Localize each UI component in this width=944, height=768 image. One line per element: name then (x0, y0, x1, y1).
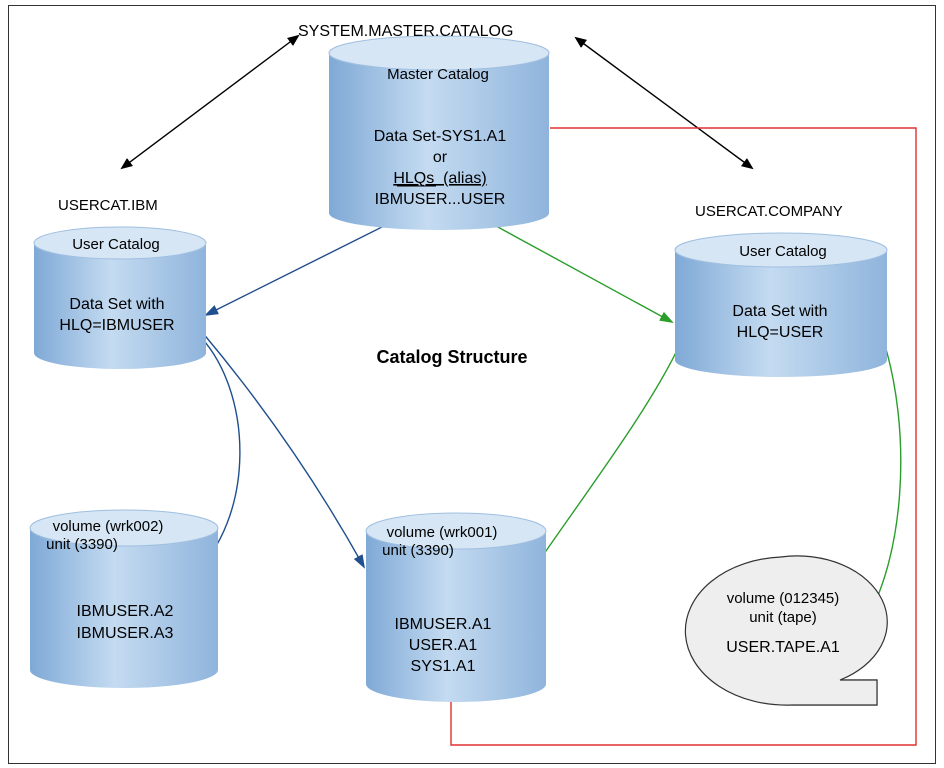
wrk001-unit-label: unit (3390) (382, 542, 454, 559)
ibm-to-wrk001-arrow (201, 331, 365, 569)
usercat-ibm-line-2: HLQ=IBMUSER (59, 317, 174, 334)
tape-dataset-1: USER.TAPE.A1 (726, 639, 840, 656)
wrk002-unit-label: unit (3390) (46, 536, 118, 553)
tape-unit-label: unit (tape) (749, 609, 817, 626)
usercat-company-line-2: HLQ=USER (737, 324, 824, 341)
usercat-ibm-name: USERCAT.IBM (58, 197, 158, 214)
wrk001-volume-label: volume (wrk001) (387, 524, 498, 541)
usercat-ibm-line-1: Data Set with (69, 296, 164, 313)
tape-volume-outline (684, 555, 888, 706)
wrk002-dataset-2: IBMUSER.A3 (77, 625, 174, 642)
master-to-ibm-link (120, 34, 300, 170)
tape-volume-label: volume (012345) (727, 590, 840, 607)
usercat-company-name: USERCAT.COMPANY (695, 203, 843, 220)
company-to-wrk001-arrow (524, 339, 683, 582)
master-to-company-link (574, 36, 754, 170)
wrk001-dataset-2: USER.A1 (409, 637, 478, 654)
master-line-4: IBMUSER...USER (375, 191, 506, 208)
volume-wrk001-cylinder (365, 512, 547, 702)
master-catalog-name: SYSTEM.MASTER.CATALOG (298, 23, 513, 40)
diagram-title: Catalog Structure (376, 347, 527, 367)
master-line-2: or (433, 149, 448, 166)
usercat-ibm-header: User Catalog (72, 236, 160, 253)
master-to-ibm-arrow (204, 223, 389, 316)
wrk001-dataset-1: IBMUSER.A1 (395, 616, 492, 633)
usercat-company-line-1: Data Set with (732, 303, 827, 320)
master-to-sys1-red-line (445, 127, 917, 746)
wrk002-dataset-1: IBMUSER.A2 (77, 603, 174, 620)
usercat-company-header: User Catalog (739, 243, 827, 260)
volume-wrk002-cylinder (29, 509, 219, 688)
master-to-company-arrow (495, 225, 674, 323)
master-line-1: Data Set-SYS1.A1 (374, 128, 507, 145)
wrk002-volume-label: volume (wrk002) (53, 518, 164, 535)
wrk001-dataset-3: SYS1.A1 (411, 658, 476, 675)
usercat-company-cylinder (674, 232, 888, 377)
master-catalog-cylinder (328, 35, 550, 230)
usercat-ibm-cylinder (33, 226, 207, 369)
master-line-3: HLQs (alias) (393, 170, 486, 187)
master-catalog-header: Master Catalog (387, 66, 489, 83)
